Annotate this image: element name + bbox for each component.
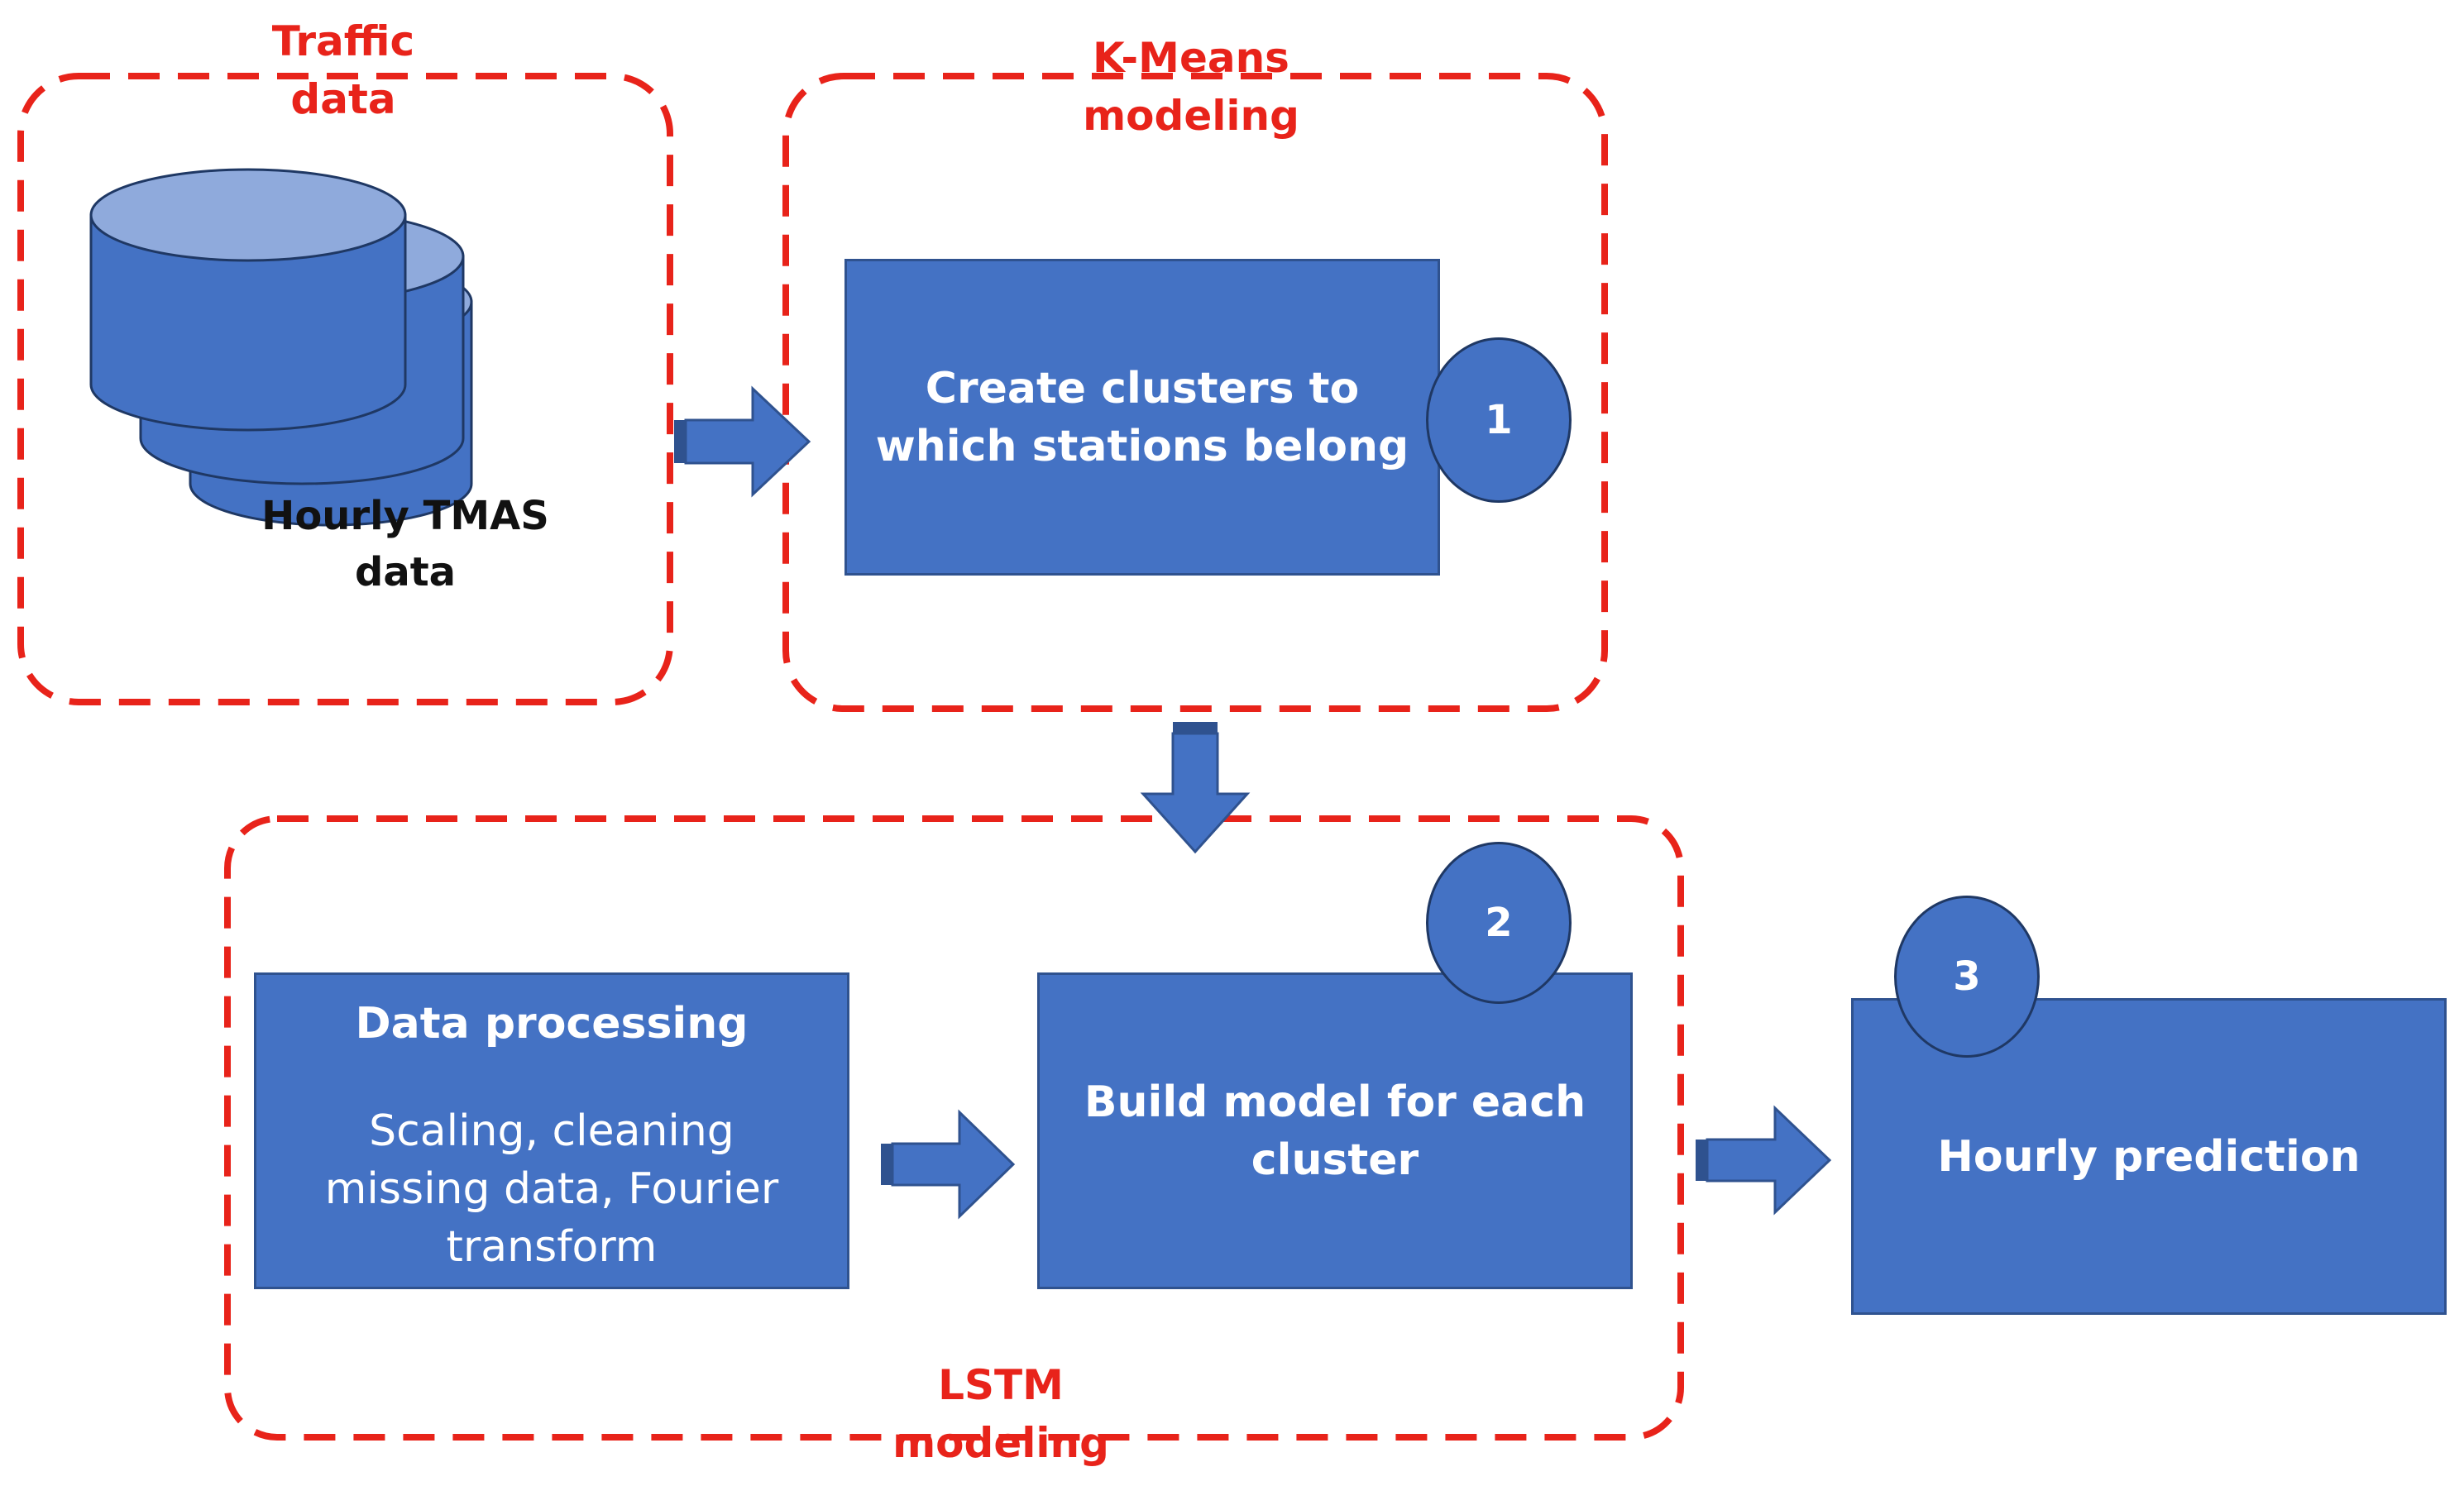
hourly-prediction-title: Hourly prediction xyxy=(1937,1131,2361,1182)
create-clusters-title: Create clusters to which stations belong xyxy=(875,363,1409,471)
step-badge-1: 1 xyxy=(1426,337,1572,503)
lstm-group-label: LSTM modeling xyxy=(892,1361,1109,1467)
data-processing-body: Scaling, cleaning missing data, Fourier … xyxy=(324,1106,779,1272)
lstm-group-frame xyxy=(224,815,1684,1441)
kmeans-group-label: K-Means modeling xyxy=(1083,34,1299,140)
traffic-data-group-frame xyxy=(17,73,673,705)
kmeans-group-frame xyxy=(782,73,1608,712)
arrow-processing-to-build xyxy=(881,1109,1016,1220)
database-cylinders-icon xyxy=(89,168,473,527)
data-processing-title: Data processing xyxy=(355,999,749,1049)
arrow-build-to-prediction xyxy=(1696,1105,1832,1216)
build-model-title: Build model for each cluster xyxy=(1084,1077,1586,1185)
arrow-kmeans-to-lstm xyxy=(1140,722,1251,854)
create-clusters-box: Create clusters to which stations belong xyxy=(844,259,1440,576)
arrow-traffic-to-kmeans xyxy=(674,385,811,498)
build-model-box: Build model for each cluster xyxy=(1037,972,1633,1289)
data-processing-box: Data processing Scaling, cleaning missin… xyxy=(254,972,849,1289)
step-badge-3: 3 xyxy=(1894,896,2040,1058)
step-badge-2: 2 xyxy=(1426,842,1572,1004)
database-label: Hourly TMAS data xyxy=(261,493,549,595)
traffic-data-group-label: Traffic data xyxy=(271,17,415,123)
